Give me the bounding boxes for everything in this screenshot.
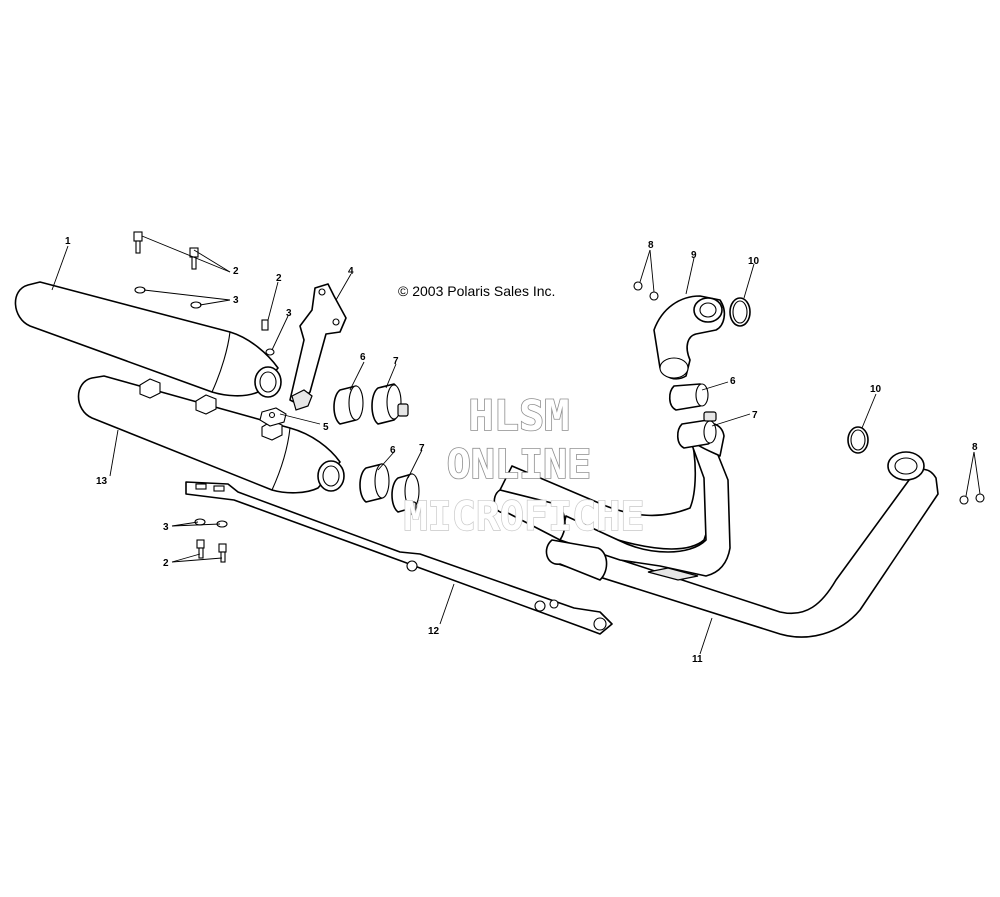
callout-labels: 1 2 3 2 3 4 5 6 7 6 7 13 3 2 12 8 9 10 6…	[65, 236, 978, 665]
callout-7: 7	[393, 356, 399, 367]
callout-10: 10	[870, 384, 882, 395]
exhaust-gasket-upper[interactable]	[729, 297, 751, 327]
callout-6: 6	[390, 445, 396, 456]
exhaust-brace[interactable]	[185, 481, 613, 635]
callout-12: 12	[428, 626, 440, 637]
exhaust-elbow[interactable]	[653, 295, 726, 380]
callout-1: 1	[65, 236, 71, 247]
callout-8: 8	[972, 442, 978, 453]
watermark-line-2: ONLINE	[447, 442, 592, 488]
lower-muffler[interactable]	[77, 375, 345, 494]
callout-2: 2	[276, 273, 282, 284]
watermark-line-3: MICROFICHE	[404, 494, 645, 540]
watermark-line-1: HLSM	[468, 391, 569, 440]
callout-2: 2	[163, 558, 169, 569]
upper-muffler[interactable]	[14, 281, 282, 398]
callout-9: 9	[691, 250, 697, 261]
callout-13: 13	[96, 476, 108, 487]
callout-3: 3	[163, 522, 169, 533]
leader-lines	[51, 235, 981, 655]
callout-7: 7	[419, 443, 425, 454]
callout-5: 5	[323, 422, 329, 433]
callout-3: 3	[233, 295, 239, 306]
callout-10: 10	[748, 256, 760, 267]
callout-6: 6	[360, 352, 366, 363]
sleeve-right[interactable]	[668, 383, 709, 411]
clamp-right[interactable]	[676, 411, 717, 449]
watermark: HLSM ONLINE MICROFICHE	[403, 390, 645, 541]
callout-8: 8	[648, 240, 654, 251]
callout-4: 4	[348, 266, 354, 277]
bolt-set-upper[interactable]	[133, 231, 275, 356]
clamp-upper[interactable]	[371, 383, 409, 425]
nuts-lower[interactable]	[959, 493, 985, 505]
mounting-plate[interactable]	[259, 407, 287, 427]
nuts-upper[interactable]	[633, 281, 659, 301]
head-pipe-assembly[interactable]	[493, 422, 939, 638]
callout-6: 6	[730, 376, 736, 387]
sleeve-upper[interactable]	[333, 385, 364, 425]
clamp-lower[interactable]	[391, 473, 420, 515]
copyright-notice: © 2003 Polaris Sales Inc.	[398, 283, 555, 299]
exhaust-gasket-lower[interactable]	[847, 426, 869, 454]
bolt-set-lower[interactable]	[194, 518, 228, 563]
callout-3: 3	[286, 308, 292, 319]
callout-7: 7	[752, 410, 758, 421]
sleeve-lower[interactable]	[359, 463, 390, 503]
muffler-bracket[interactable]	[289, 283, 347, 411]
callout-11: 11	[692, 654, 703, 665]
callout-2: 2	[233, 266, 239, 277]
